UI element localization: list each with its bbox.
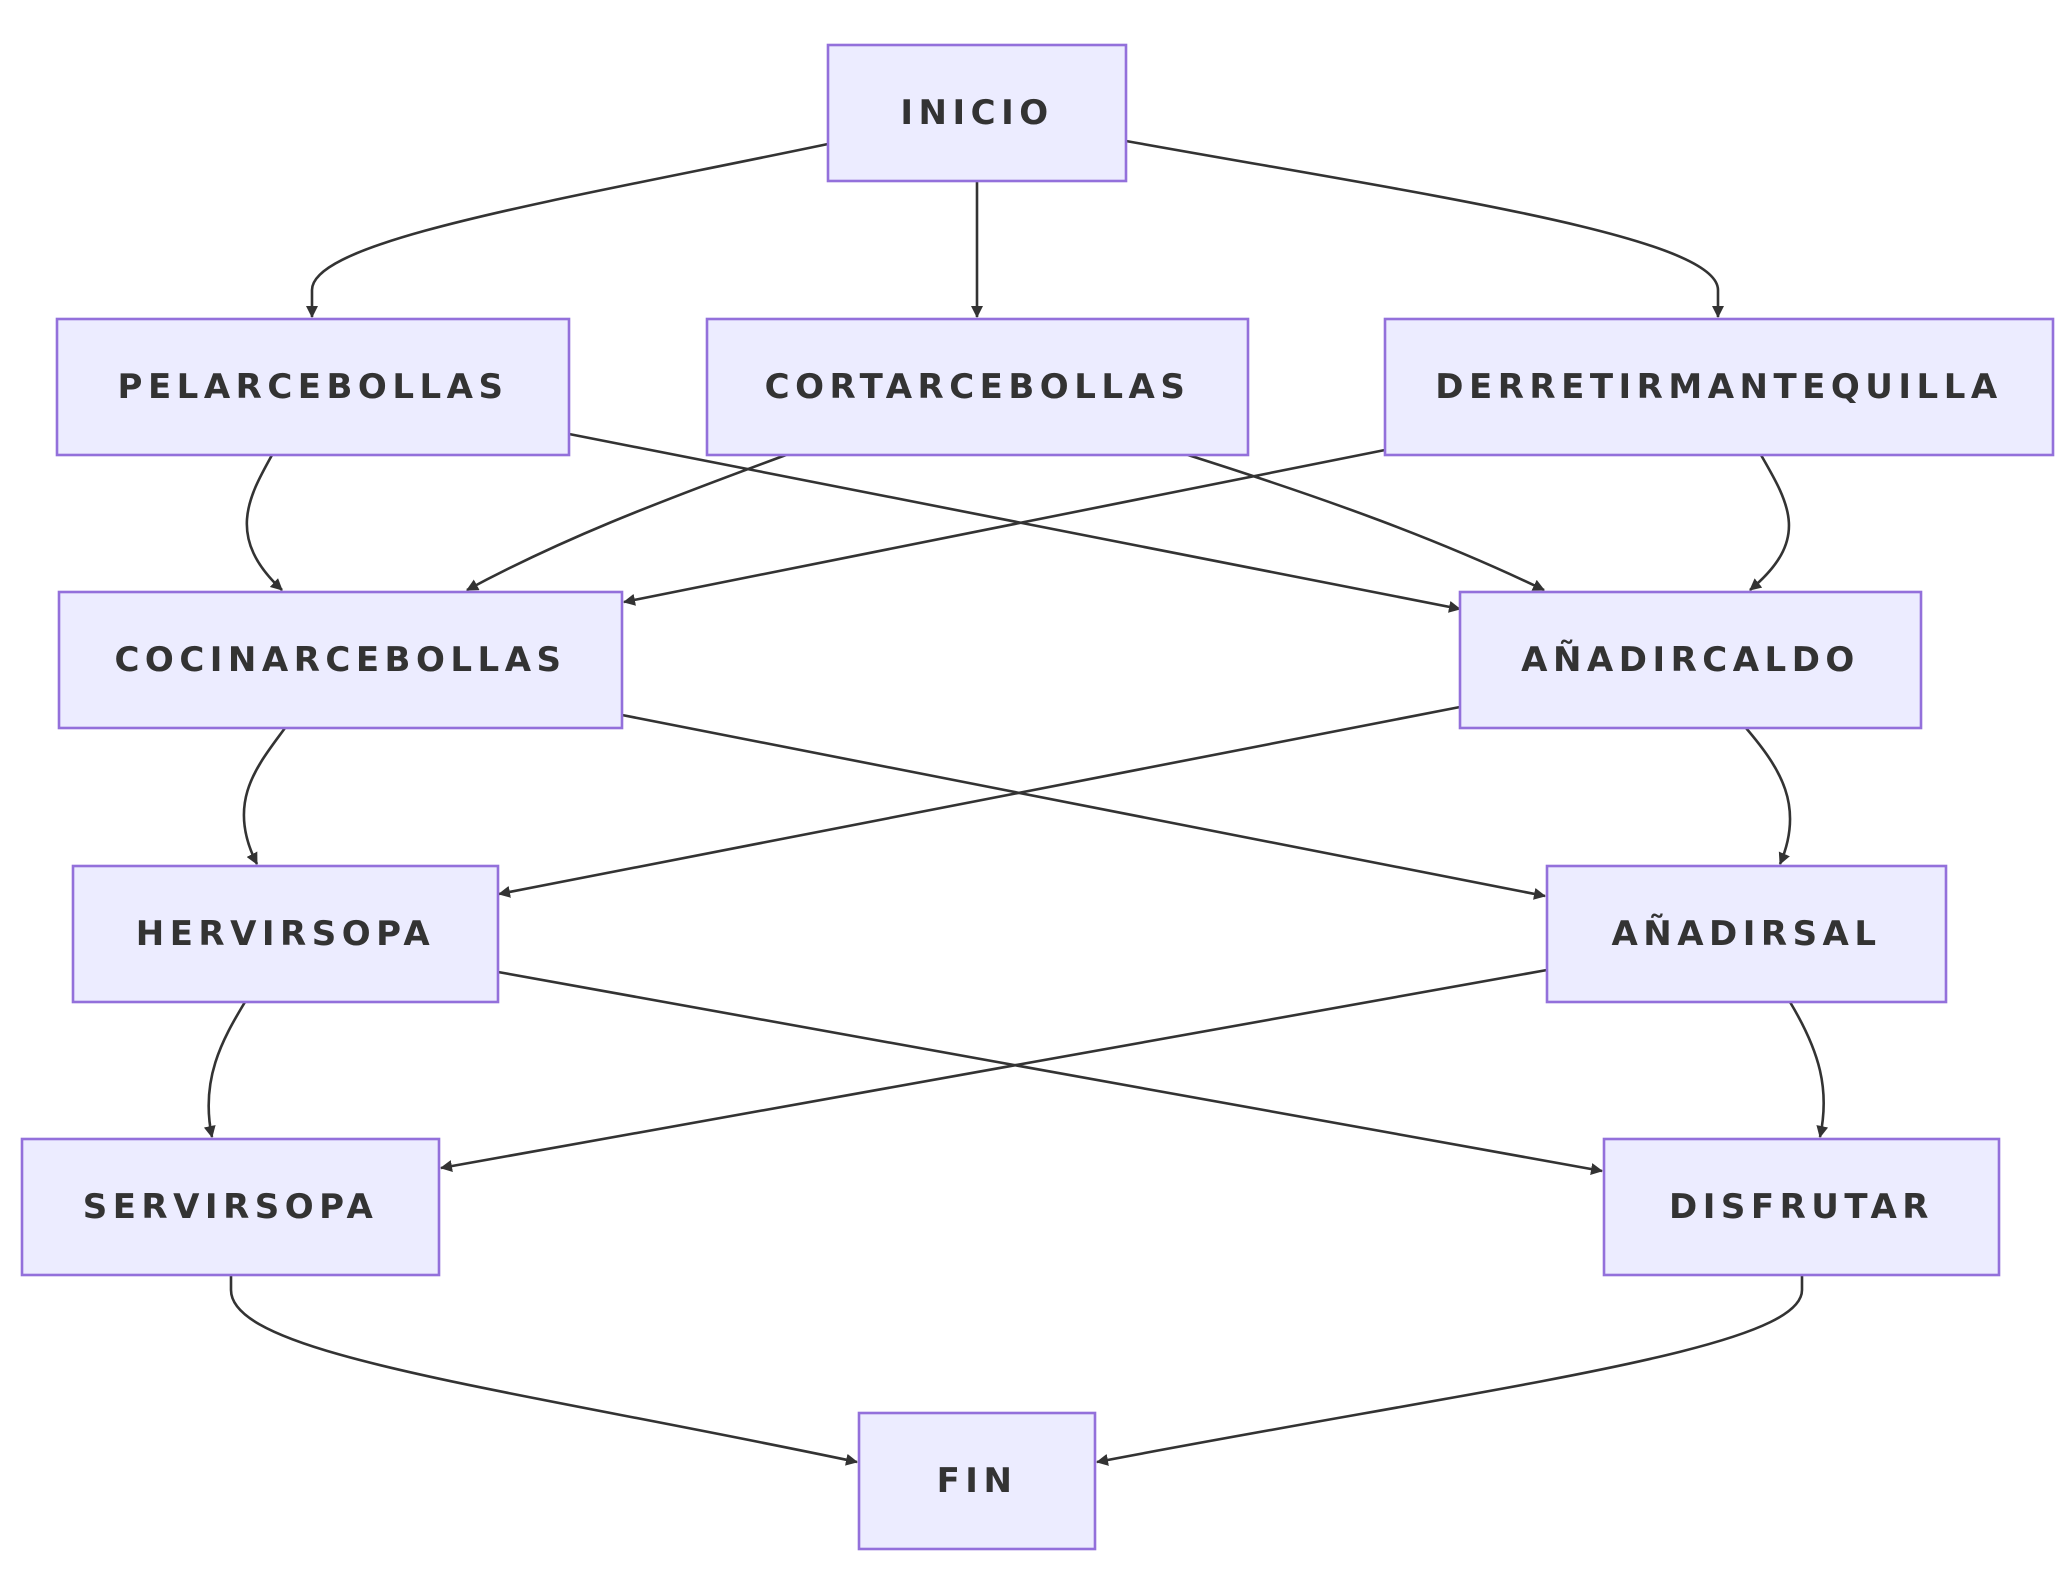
node-label-inicio: INICIO xyxy=(900,93,1053,133)
node-box-cortar xyxy=(705,317,1250,457)
node-box-inicio xyxy=(826,43,1128,183)
edge-cortar-to-caldo xyxy=(1187,453,1545,592)
edges xyxy=(203,139,1829,1466)
edge-hervir-to-servir xyxy=(203,1001,247,1138)
node-label-hervir: HERVIRSOPA xyxy=(136,914,436,954)
edge-derretir-to-cocinar xyxy=(623,448,1386,606)
node-label-disfrutar: DISFRUTAR xyxy=(1669,1187,1934,1227)
node-servir: SERVIRSOPA xyxy=(20,1137,441,1277)
edge-caldo-to-sal xyxy=(1745,727,1792,865)
node-label-cortar: CORTARCEBOLLAS xyxy=(765,367,1191,407)
nodes: INICIO PELARCEBOLLAS CORTARCEBOLLAS DERRETI… xyxy=(20,43,2055,1551)
node-fin: FIN xyxy=(857,1411,1097,1551)
node-box-sal xyxy=(1545,864,1948,1004)
edge-servir-to-fin xyxy=(229,1275,858,1466)
edge-disfrutar-to-fin xyxy=(1096,1275,1804,1466)
node-box-pelar xyxy=(55,317,571,457)
edge-pelar-to-caldo xyxy=(568,432,1461,613)
edge-sal-to-disfrutar xyxy=(1788,1001,1829,1138)
node-box-cocinar xyxy=(57,590,624,730)
node-derretir: DERRETIRMANTEQUILLA xyxy=(1383,317,2055,457)
node-label-pelar: PELARCEBOLLAS xyxy=(118,367,509,407)
node-box-caldo xyxy=(1458,590,1923,730)
node-box-disfrutar xyxy=(1602,1137,2001,1277)
edge-derretir-to-caldo xyxy=(1749,454,1791,591)
node-label-caldo: AÑADIRCALDO xyxy=(1521,639,1860,680)
node-box-hervir xyxy=(71,864,500,1004)
node-inicio: INICIO xyxy=(826,43,1128,183)
edge-cocinar-to-hervir xyxy=(242,727,287,865)
node-cocinar: COCINARCEBOLLAS xyxy=(57,590,624,730)
node-box-servir xyxy=(20,1137,441,1277)
node-hervir: HERVIRSOPA xyxy=(71,864,500,1004)
node-sal: AÑADIRSAL xyxy=(1545,864,1948,1004)
node-caldo: AÑADIRCALDO xyxy=(1458,590,1923,730)
node-box-derretir xyxy=(1383,317,2055,457)
edge-pelar-to-cocinar xyxy=(245,454,283,591)
edge-caldo-to-hervir xyxy=(498,705,1461,898)
edge-inicio-to-derretir xyxy=(1125,139,1724,318)
node-label-sal: AÑADIRSAL xyxy=(1611,913,1881,954)
node-box-fin xyxy=(857,1411,1097,1551)
edge-cortar-to-cocinar xyxy=(466,453,787,592)
edge-sal-to-servir xyxy=(440,968,1548,1172)
node-label-derretir: DERRETIRMANTEQUILLA xyxy=(1435,367,2002,407)
edge-hervir-to-disfrutar xyxy=(497,970,1603,1175)
node-label-cocinar: COCINARCEBOLLAS xyxy=(114,640,566,680)
node-pelar: PELARCEBOLLAS xyxy=(55,317,571,457)
node-cortar: CORTARCEBOLLAS xyxy=(705,317,1250,457)
node-label-servir: SERVIRSOPA xyxy=(83,1187,379,1227)
node-label-fin: FIN xyxy=(937,1461,1018,1501)
edge-cocinar-to-sal xyxy=(621,713,1546,900)
node-disfrutar: DISFRUTAR xyxy=(1602,1137,2001,1277)
edge-inicio-to-pelar xyxy=(306,142,829,318)
